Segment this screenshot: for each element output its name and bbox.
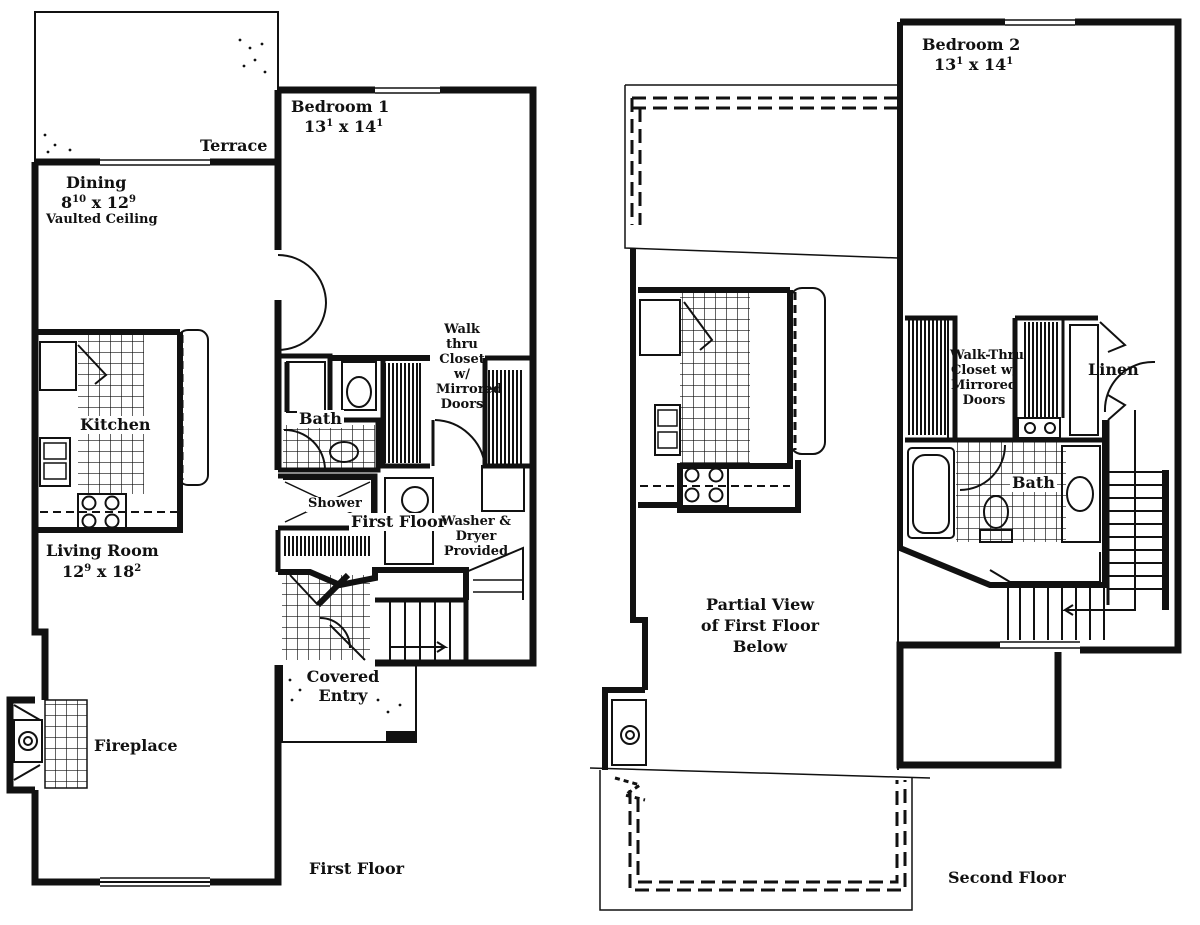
partial-view-label: Partial View of First Floor Below: [680, 594, 840, 657]
living-dim-sep: x: [96, 562, 107, 581]
dining-dimensions: 810 x 129: [61, 193, 136, 212]
entry-tile: [282, 575, 370, 660]
bedroom1-width-in: 1: [326, 118, 334, 129]
shower-stall: [283, 478, 373, 526]
laundry-note-line-1: Washer &: [440, 514, 512, 529]
dining-length-ft: 12: [106, 193, 130, 212]
closet2-note-line-2: Closet w/: [950, 363, 1017, 378]
covered-entry-outline: [281, 665, 417, 743]
terrace-label: Terrace: [200, 136, 268, 155]
kitchen-tile: [78, 332, 144, 494]
second-floor-plan: [589, 18, 1182, 911]
terrace-stipple: [43, 38, 267, 154]
linen-label: Linen: [1088, 360, 1139, 379]
dining-width-ft: 8: [61, 193, 73, 212]
bedroom1-dim-sep: x: [338, 117, 349, 136]
bedroom2-width-in: 1: [956, 56, 964, 67]
bedroom1-length-in: 1: [376, 118, 384, 129]
covered-entry-line-2: Entry: [318, 686, 368, 705]
overhang-dashed-bottom: [628, 780, 907, 892]
partial-view-line-1: Partial View: [705, 595, 815, 614]
bedroom2-dimensions: 131 x 141: [934, 55, 1014, 74]
second-floor-caption: Second Floor: [948, 868, 1066, 887]
closet2-note-line-4: Doors: [962, 393, 1006, 408]
terrace-outline: [34, 11, 279, 162]
bedroom2-width-ft: 13: [934, 55, 957, 74]
partial-view-line-2: of First Floor: [700, 616, 820, 635]
living-outer-wall: [31, 162, 49, 700]
closet-note-line-4: w/: [454, 367, 470, 382]
dining-width-in: 10: [72, 194, 87, 205]
living-width-ft: 12: [62, 562, 85, 581]
dining-dim-sep: x: [91, 193, 102, 212]
covered-entry-line-1: Covered: [306, 667, 380, 686]
fireplace-label: Fireplace: [94, 736, 178, 755]
laundry-note-line-2: Dryer: [455, 529, 497, 544]
bedroom1-length-ft: 14: [353, 117, 377, 136]
bedroom1-dimensions: 131 x 141: [304, 117, 384, 136]
bedroom2-length-ft: 14: [983, 55, 1007, 74]
overhang-dashed-top: [630, 96, 898, 225]
bedroom1-label: Bedroom 1: [291, 97, 390, 116]
closet-note-line-3: Closet: [439, 352, 485, 367]
window-dining: [100, 159, 210, 166]
stair-treads: [1108, 471, 1165, 590]
bedroom1-width-ft: 13: [304, 117, 327, 136]
closet-note-line-5: Mirrored: [436, 382, 502, 397]
living-room-label: Living Room: [46, 541, 159, 560]
bedroom2-length-in: 1: [1006, 56, 1014, 67]
laundry-note: Washer & Dryer Provided: [440, 514, 512, 559]
first-floor-caption: First Floor: [309, 859, 405, 878]
closet-note-line-2: thru: [446, 337, 478, 352]
first-floor-plan: [6, 11, 537, 887]
dining-length-in: 9: [129, 194, 136, 205]
dining-note: Vaulted Ceiling: [46, 212, 158, 227]
living-length-ft: 18: [111, 562, 135, 581]
door-swing-bedroom1: [277, 254, 328, 351]
bedroom2-label: Bedroom 2: [922, 35, 1021, 54]
bath1-label: Bath: [297, 409, 344, 429]
living-room-dimensions: 129 x 182: [62, 562, 142, 581]
bedroom1-closet-note: Walk thru Closet w/ Mirrored Doors: [436, 322, 502, 412]
bath2-label: Bath: [1010, 473, 1057, 493]
fireplace-hearth: [44, 699, 88, 789]
covered-entry-label: Covered Entry: [303, 667, 383, 705]
living-length-in: 2: [134, 563, 142, 574]
kitchen-label: Kitchen: [78, 415, 153, 435]
living-width-in: 9: [84, 563, 92, 574]
floor-marker-label: First Floor: [349, 512, 449, 532]
fireplace-icon: [18, 731, 38, 751]
closet-note-line-1: Walk: [444, 322, 480, 337]
bedroom2-closet-note: Walk-Thru Closet w/ Mirrored Doors: [950, 348, 1024, 408]
closet2-note-line-3: Mirrored: [951, 378, 1017, 393]
closet-note-line-6: Doors: [440, 397, 484, 412]
partial-view-line-3: Below: [732, 637, 788, 656]
closet2-note-line-1: Walk-Thru: [950, 348, 1024, 363]
bedroom2-dim-sep: x: [968, 55, 979, 74]
dining-label: Dining: [66, 173, 127, 192]
bedroom1-name: Bedroom 1: [291, 97, 390, 116]
shower-label: Shower: [306, 496, 364, 512]
laundry-note-line-3: Provided: [443, 544, 509, 559]
